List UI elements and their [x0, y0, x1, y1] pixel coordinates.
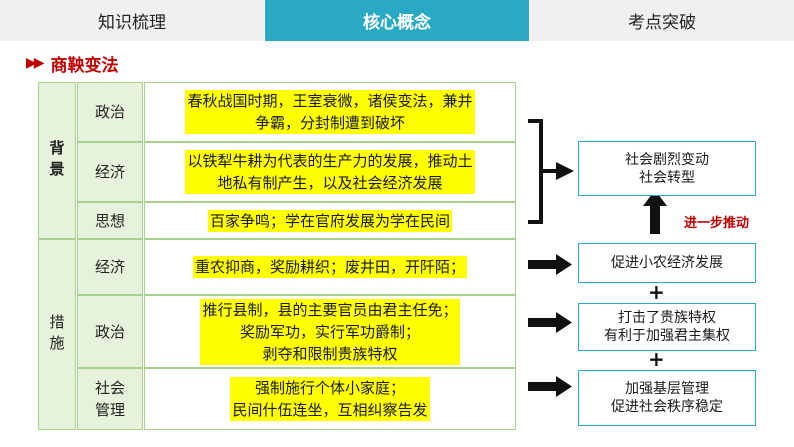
- tab-bar: 知识梳理 核心概念 考点突破: [0, 0, 794, 41]
- result-politics-box: 打击了贵族特权 有利于加强君主集权: [578, 303, 756, 351]
- arrow-up-icon: [643, 190, 667, 206]
- section-heading: ▶▶ 商鞅变法: [26, 52, 119, 76]
- group-measures: 措施: [38, 239, 76, 430]
- result-economy-box: 促进小农经济发展: [578, 243, 756, 283]
- content-background-thought: 百家争鸣；学在官府发展为学在民间: [144, 202, 516, 239]
- group-background: 背景: [38, 82, 76, 239]
- group-measures-label: 措施: [47, 313, 66, 356]
- tab-core-concepts[interactable]: 核心概念: [264, 0, 529, 41]
- category-measures-politics: 政治: [77, 295, 143, 368]
- content-background-politics: 春秋战国时期，王室衰微，诸侯变法，兼并 争霸，分封制遭到破坏: [144, 82, 516, 142]
- arrow-right-icon: [556, 312, 572, 333]
- category-measures-social: 社会 管理: [77, 368, 143, 430]
- arrow-right-icon: [556, 254, 572, 275]
- arrow-right-icon: [556, 376, 572, 397]
- content-measures-politics: 推行县制，县的主要官员由君主任免； 奖励军功，实行军功爵制； 剥夺和限制贵族特权: [144, 295, 516, 368]
- double-chevron-right-icon: ▶▶: [26, 55, 44, 71]
- tab-knowledge-review[interactable]: 知识梳理: [0, 0, 264, 41]
- category-thought: 思想: [77, 202, 143, 239]
- tab-key-points[interactable]: 考点突破: [529, 0, 794, 41]
- push-label: 进一步推动: [684, 216, 750, 231]
- plus-icon: +: [648, 280, 665, 304]
- section-title: 商鞅变法: [50, 55, 119, 76]
- content-background-economy: 以铁犁牛耕为代表的生产力的发展，推动土 地私有制产生，以及社会经济发展: [144, 142, 516, 202]
- result-social-box: 加强基层管理 促进社会秩序稳定: [578, 370, 756, 426]
- plus-icon: +: [648, 347, 665, 371]
- category-measures-economy: 经济: [77, 239, 143, 295]
- bracket-icon: [528, 119, 543, 224]
- content-measures-social: 强制施行个体小家庭； 民间什伍连坐，互相纠察告发: [144, 368, 516, 430]
- category-politics: 政治: [77, 82, 143, 142]
- arrow-right-icon: [556, 162, 574, 180]
- result-society-box: 社会剧烈变动 社会转型: [578, 141, 756, 196]
- group-background-label: 背景: [47, 139, 66, 182]
- content-measures-economy: 重农抑商，奖励耕织；废井田，开阡陌；: [144, 239, 516, 295]
- category-economy: 经济: [77, 142, 143, 202]
